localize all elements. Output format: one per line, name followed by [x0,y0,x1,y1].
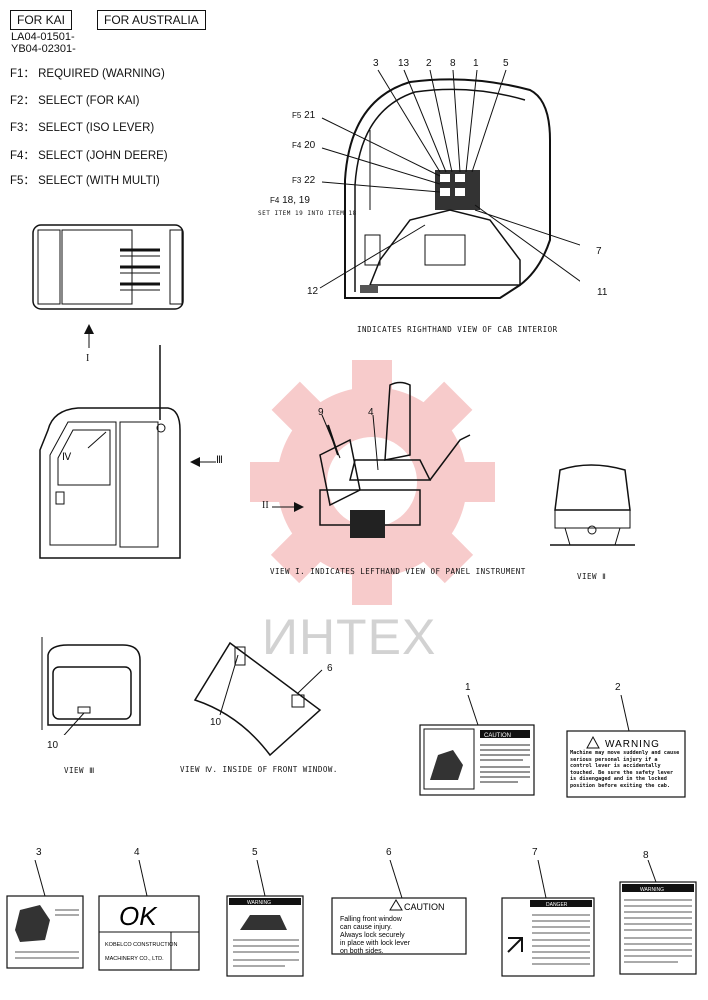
serial-number-2: YB04-02301- [11,43,76,55]
view3-callout-10: 10 [47,740,59,751]
serial-number-1: LA04-01501- [11,31,75,43]
decal-3-number: 3 [36,847,42,858]
view-arrow-label-ii: II [262,500,269,511]
seat-back-view [550,464,635,546]
decal-6-caution: CAUTION Falling front window can cause i… [331,860,467,955]
arrow-up-icon [84,324,94,348]
decal-6-line2: can cause injury. [340,924,392,931]
decal-6-line1: Falling front window [340,916,403,923]
cab-roof-view [32,224,184,310]
item-22: 22 [304,175,316,186]
legend-f4: F4： SELECT (JOHN DEERE) [10,147,168,163]
callout-1: 1 [473,58,479,69]
legend-f3: F3： SELECT (ISO LEVER) [10,119,154,135]
legend-key: F4： [10,150,35,162]
f3-tag: F3 [292,176,302,185]
legend-f2: F2： SELECT (FOR KAI) [10,92,140,108]
decal-4-logo: OK [119,901,158,931]
callout-f5-21: F5 21 [292,110,315,121]
decal-7-title: DANGER [546,902,568,908]
watermark-gear-icon [250,360,495,605]
legend-text: SELECT (ISO LEVER) [38,122,155,134]
callout-13: 13 [398,58,410,69]
front-window-view [193,641,323,757]
view4-callout-10: 10 [210,717,222,728]
tag-for-kai: FOR KAI [10,10,73,30]
callout-12: 12 [307,286,319,297]
cab-interior-diagram [319,69,580,299]
item-20: 20 [304,140,316,151]
tag-for-australia: FOR AUSTRALIA [97,10,206,30]
view2-caption: VIEW Ⅱ [577,572,607,581]
decal-6-line5: on both sides. [340,948,384,955]
callout-11: 11 [597,287,608,298]
arrow-left-icon [190,457,216,467]
decal-5-title: WARNING [247,900,271,906]
decal-4-line2: MACHINERY CO., LTD. [105,956,164,962]
decal-8-title: WARNING [640,887,664,893]
callout-4: 4 [368,407,374,418]
callout-3: 3 [373,58,379,69]
callout-5: 5 [503,58,509,69]
decal-4-number: 4 [134,847,140,858]
decal-6-title: CAUTION [404,902,445,912]
legend-key: F3： [10,122,35,134]
callout-7: 7 [596,246,602,257]
decal-1-caution: CAUTION [419,695,535,796]
view4-callout-6: 6 [327,663,333,674]
cab-interior-caption: INDICATES RIGHTHAND VIEW OF CAB INTERIOR [357,325,558,334]
callout-8: 8 [450,58,456,69]
view-arrow-label-i: I [86,353,90,364]
decal-5-warning: WARNING [226,860,304,977]
window-label-iv: Ⅳ [62,452,72,463]
view-arrow-label-iii: Ⅲ [216,455,223,466]
callout-2: 2 [426,58,432,69]
cab-left-view [39,345,181,559]
decal-2-number: 2 [615,682,621,693]
legend-key: F1： [10,68,35,80]
watermark-text: ИНТЕХ [262,609,437,665]
legend-text: REQUIRED (WARNING) [38,68,165,80]
legend-f5: F5： SELECT (WITH MULTI) [10,172,160,188]
legend-key: F5： [10,175,35,187]
f4-tag: F4 [292,141,302,150]
decal-2-body: Machine may move suddenly and cause seri… [570,750,680,789]
callout-f4-18-19: F4 18, 19 [270,195,310,206]
legend-text: SELECT (FOR KAI) [38,95,140,107]
decal-3-filter [6,860,84,969]
decal-8-number: 8 [643,850,649,861]
f4b-tag: F4 [270,196,280,205]
panel-seat-diagram [319,381,471,538]
decal-6-number: 6 [386,847,392,858]
decal-4-line1: KOBELCO CONSTRUCTION [105,942,177,948]
decal-4-kobelco: OK KOBELCO CONSTRUCTION MACHINERY CO., L… [98,860,200,971]
view3-caption: VIEW Ⅲ [64,766,95,775]
rear-window-view [41,637,141,735]
decal-7-number: 7 [532,847,538,858]
items-18-19: 18, 19 [282,195,310,206]
decal-8-warning: WARNING [619,860,697,975]
f5-tag: F5 [292,111,302,120]
callout-f3-22: F3 22 [292,175,315,186]
callout-9: 9 [318,407,324,418]
view1-caption: VIEW I. INDICATES LEFTHAND VIEW OF PANEL… [270,567,526,576]
callout-f4-20: F4 20 [292,140,315,151]
legend-f1: F1： REQUIRED (WARNING) [10,65,165,81]
decal-2-title: WARNING [605,739,660,750]
arrow-right-icon [272,502,304,512]
legend-text: SELECT (JOHN DEERE) [38,150,168,162]
decal-5-number: 5 [252,847,258,858]
decal-6-line4: in place with lock lever [340,940,411,947]
legend-text: SELECT (WITH MULTI) [38,175,160,187]
decal-6-line3: Always lock securely [340,932,405,939]
decal-1-number: 1 [465,682,471,693]
decal-2-warning: WARNING [566,695,686,798]
view4-caption: VIEW Ⅳ. INSIDE OF FRONT WINDOW. [180,765,338,774]
legend-key: F2： [10,95,35,107]
set-item-note: SET ITEM 19 INTO ITEM 18 [258,210,357,217]
decal-7-danger: DANGER [501,860,595,977]
item-21: 21 [304,110,316,121]
decal-1-title: CAUTION [484,733,511,739]
